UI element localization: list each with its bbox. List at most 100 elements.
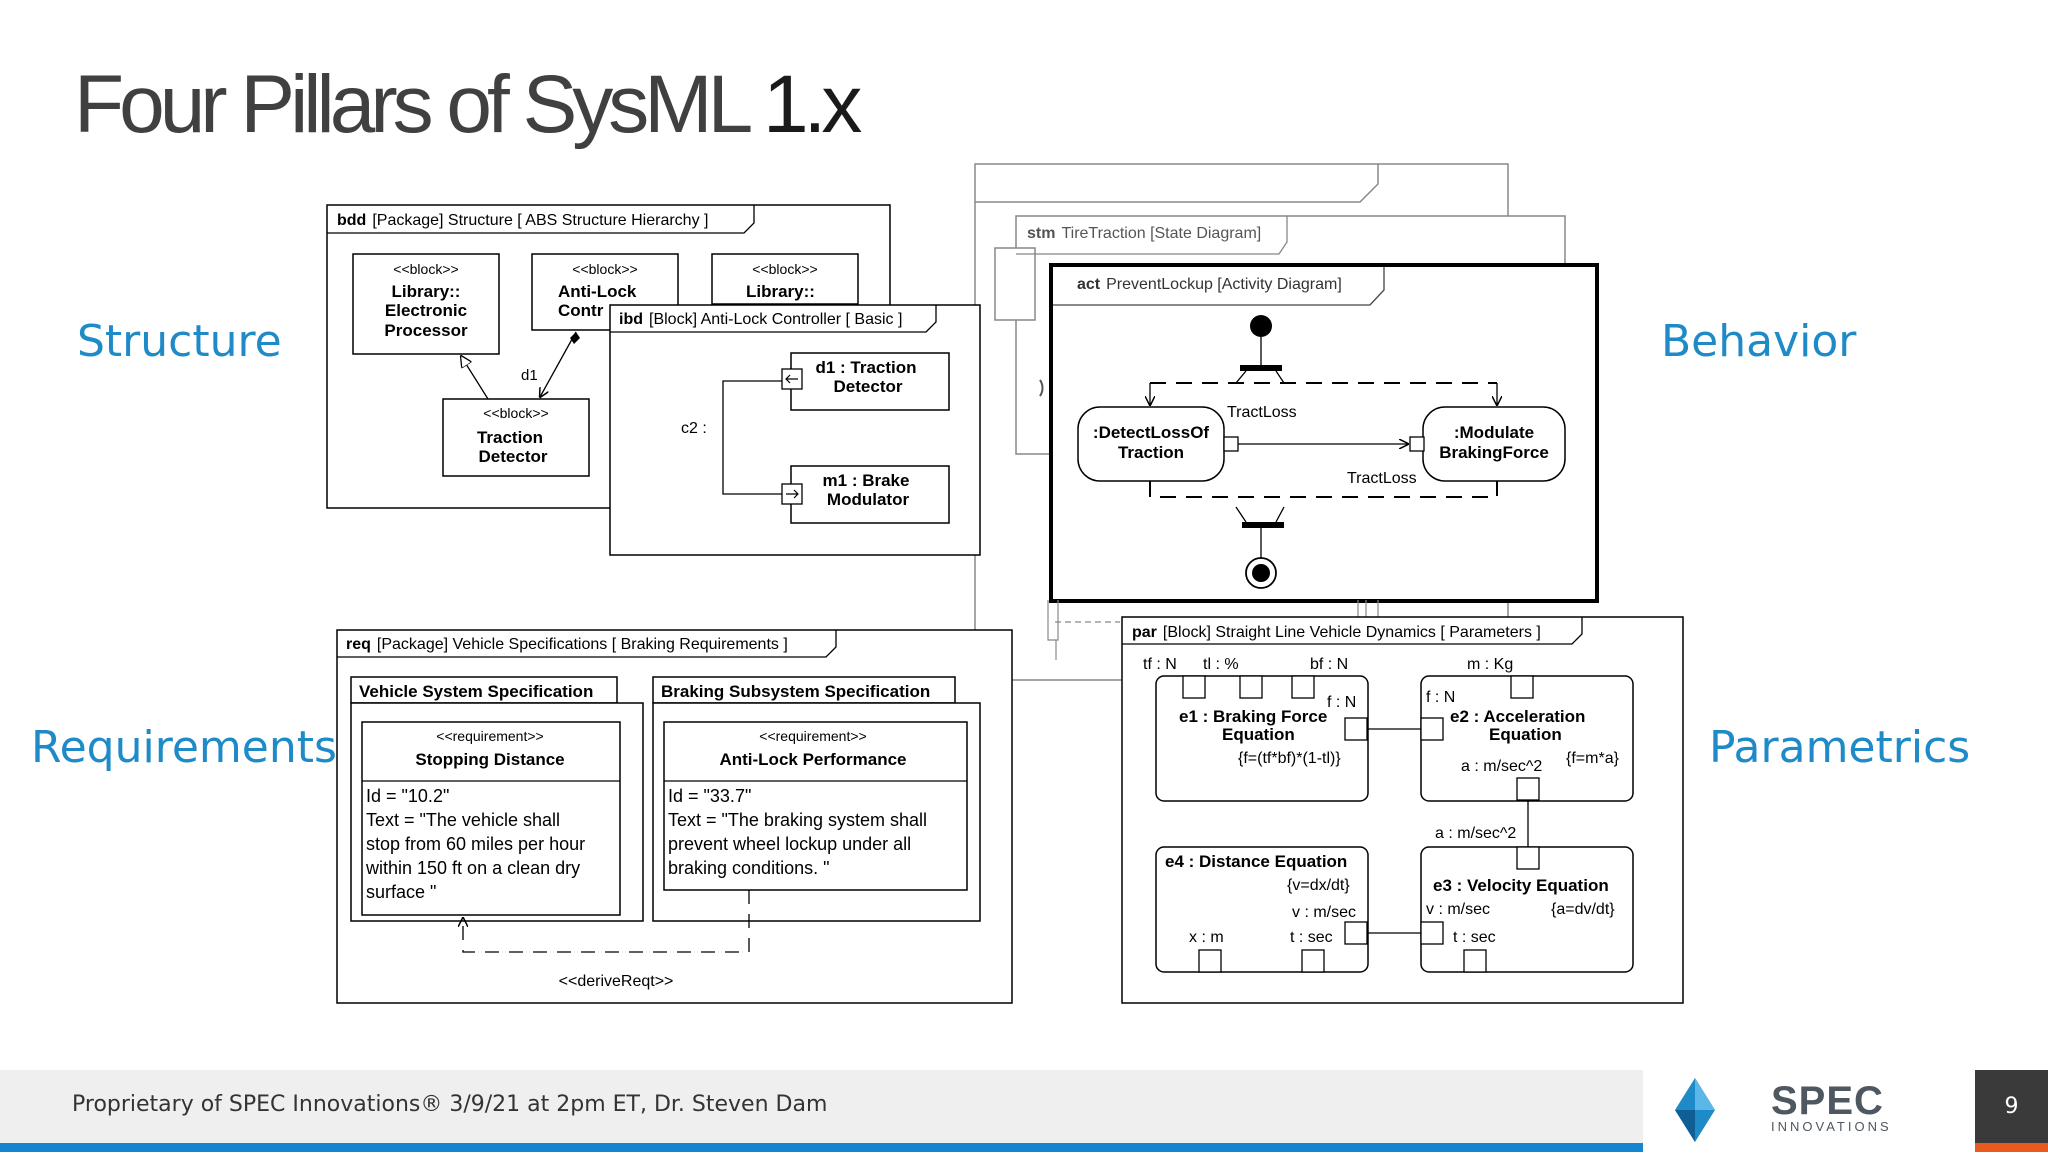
bdd-block-traction-detector — [442, 398, 590, 477]
block-name-line: Processor — [384, 321, 468, 340]
parameter-label: bf : N — [1310, 656, 1348, 673]
composition-edge — [540, 331, 577, 397]
parameter-label: a : m/sec^2 — [1461, 758, 1542, 775]
par-diagram: par[Block] Straight Line Vehicle Dynamic… — [1121, 616, 1684, 1004]
requirement-text-line: within 150 ft on a clean dry — [365, 858, 580, 878]
ibd-keyword: ibd — [619, 311, 643, 328]
block-stereotype: <<block>> — [572, 261, 637, 277]
ibd-diagram: ibd[Block] Anti-Lock Controller [ Basic … — [609, 304, 981, 556]
logo-name: SPEC — [1771, 1079, 1884, 1123]
requirement-text-line: Text = "The braking system shall — [668, 810, 927, 830]
part-name-line: Detector — [834, 377, 903, 396]
parameter-label: f : N — [1426, 689, 1455, 706]
derive-reqt-edge — [463, 890, 750, 953]
parameter-label: tf : N — [1143, 656, 1177, 673]
connector-label: c2 : — [681, 420, 707, 437]
stm-keyword: stm — [1027, 225, 1055, 242]
binding-label: a : m/sec^2 — [1435, 825, 1516, 842]
part-name-line: d1 : Traction — [815, 358, 916, 377]
parameter-label: v : m/sec — [1426, 901, 1490, 918]
requirement-text-line: surface " — [366, 882, 436, 902]
act-diagram: act PreventLockup [Activity Diagram] :Det… — [1049, 263, 1599, 603]
spec-logo: SPEC INNOVATIONS — [1643, 1070, 1975, 1152]
requirement-text-line: Text = "The vehicle shall — [366, 810, 560, 830]
requirement-text-line: prevent wheel lockup under all — [668, 834, 911, 854]
pillar-behavior-label: Behavior — [1661, 316, 1857, 367]
requirement-stereotype: <<requirement>> — [759, 728, 866, 744]
svg-text:ibd[Block] Anti-Lock Controlle: ibd[Block] Anti-Lock Controller [ Basic … — [619, 311, 902, 328]
bdd-block-library — [711, 253, 859, 305]
par-keyword: par — [1132, 624, 1157, 641]
action-name-line: :DetectLossOf — [1093, 423, 1210, 442]
req-diagram: req[Package] Vehicle Specifications [ Br… — [336, 629, 1013, 1004]
block-stereotype: <<block>> — [483, 405, 548, 421]
parameter-label: t : sec — [1290, 929, 1333, 946]
footer-accent-blue — [0, 1143, 1643, 1152]
generalization-edge — [461, 356, 489, 400]
constraint-name-line: Equation — [1489, 725, 1562, 744]
join-bar — [1242, 522, 1284, 528]
requirement-text-line: braking conditions. " — [668, 858, 829, 878]
slide-title: Four Pillars of SysML 1.x — [74, 58, 862, 152]
association-role-label: d1 — [521, 367, 538, 384]
parameter-label: m : Kg — [1467, 656, 1513, 673]
package-name: Braking Subsystem Specification — [661, 682, 930, 701]
parameter-label: t : sec — [1453, 929, 1496, 946]
bdd-block-processor — [352, 253, 500, 355]
constraint-name-line: e4 : Distance Equation — [1165, 852, 1347, 871]
requirement-id: Id = "33.7" — [668, 786, 751, 806]
block-name-line: Detector — [479, 447, 548, 466]
part-name-line: Modulator — [827, 490, 910, 509]
pillar-structure-label: Structure — [77, 316, 282, 367]
constraint-name-line: Equation — [1222, 725, 1295, 744]
pin-label: TractLoss — [1347, 470, 1417, 487]
action-name-line: :Modulate — [1454, 423, 1534, 442]
block-name-line: Library:: — [392, 282, 461, 301]
part-name-line: m1 : Brake — [823, 471, 910, 490]
req-keyword: req — [346, 636, 371, 653]
derive-reqt-label: <<deriveReqt>> — [559, 973, 674, 990]
svg-text:bdd[Package] Structure [ ABS S: bdd[Package] Structure [ ABS Structure H… — [337, 212, 708, 229]
constraint-formula: {f=m*a} — [1566, 750, 1620, 767]
constraint-name-line: e3 : Velocity Equation — [1433, 876, 1609, 895]
footer-accent-orange — [1975, 1143, 2048, 1152]
act-keyword: act — [1077, 276, 1101, 293]
svg-text:par[Block] Straight Line Vehic: par[Block] Straight Line Vehicle Dynamic… — [1132, 624, 1541, 641]
stm-header: TireTraction [State Diagram] — [1061, 225, 1261, 242]
block-name-line: Contr — [558, 301, 604, 320]
bdd-keyword: bdd — [337, 212, 366, 229]
parameter-label: f : N — [1327, 694, 1356, 711]
pillar-requirements-label: Requirements — [31, 722, 337, 773]
stm-frame: stm TireTraction [State Diagram] — [1016, 216, 1288, 397]
page-number: 9 — [2004, 1094, 2019, 1119]
action-name-line: Traction — [1118, 443, 1184, 462]
block-stereotype: <<block>> — [752, 261, 817, 277]
page-number-box — [1975, 1070, 2048, 1143]
title-version: 1.x — [762, 59, 862, 150]
spec-diamond-icon: SPEC INNOVATIONS — [1675, 1078, 1889, 1142]
constraint-name-line: e2 : Acceleration — [1450, 707, 1585, 726]
fork-bar — [1240, 365, 1282, 371]
pillar-parametrics-label: Parametrics — [1709, 722, 1971, 773]
requirement-stereotype: <<requirement>> — [436, 728, 543, 744]
footer-text: Proprietary of SPEC Innovations® 3/9/21 … — [72, 1092, 828, 1117]
constraint-e4-distance — [1155, 846, 1369, 973]
constraint-name-line: e1 : Braking Force — [1179, 707, 1327, 726]
constraint-formula: {v=dx/dt} — [1287, 877, 1350, 894]
requirement-id: Id = "10.2" — [366, 786, 449, 806]
requirement-text-line: stop from 60 miles per hour — [366, 834, 585, 854]
requirement-name: Anti-Lock Performance — [719, 750, 906, 769]
parameter-label: tl : % — [1203, 656, 1239, 673]
block-name-line: Library:: — [746, 282, 815, 301]
act-header: PreventLockup [Activity Diagram] — [1106, 276, 1342, 293]
initial-node — [1250, 315, 1272, 337]
block-name-line: Anti-Lock — [558, 282, 637, 301]
title-main: Four Pillars of SysML — [74, 59, 763, 150]
constraint-formula: {a=dv/dt} — [1551, 901, 1615, 918]
block-name-line: Traction — [477, 428, 543, 447]
action-name-line: BrakingForce — [1439, 443, 1549, 462]
